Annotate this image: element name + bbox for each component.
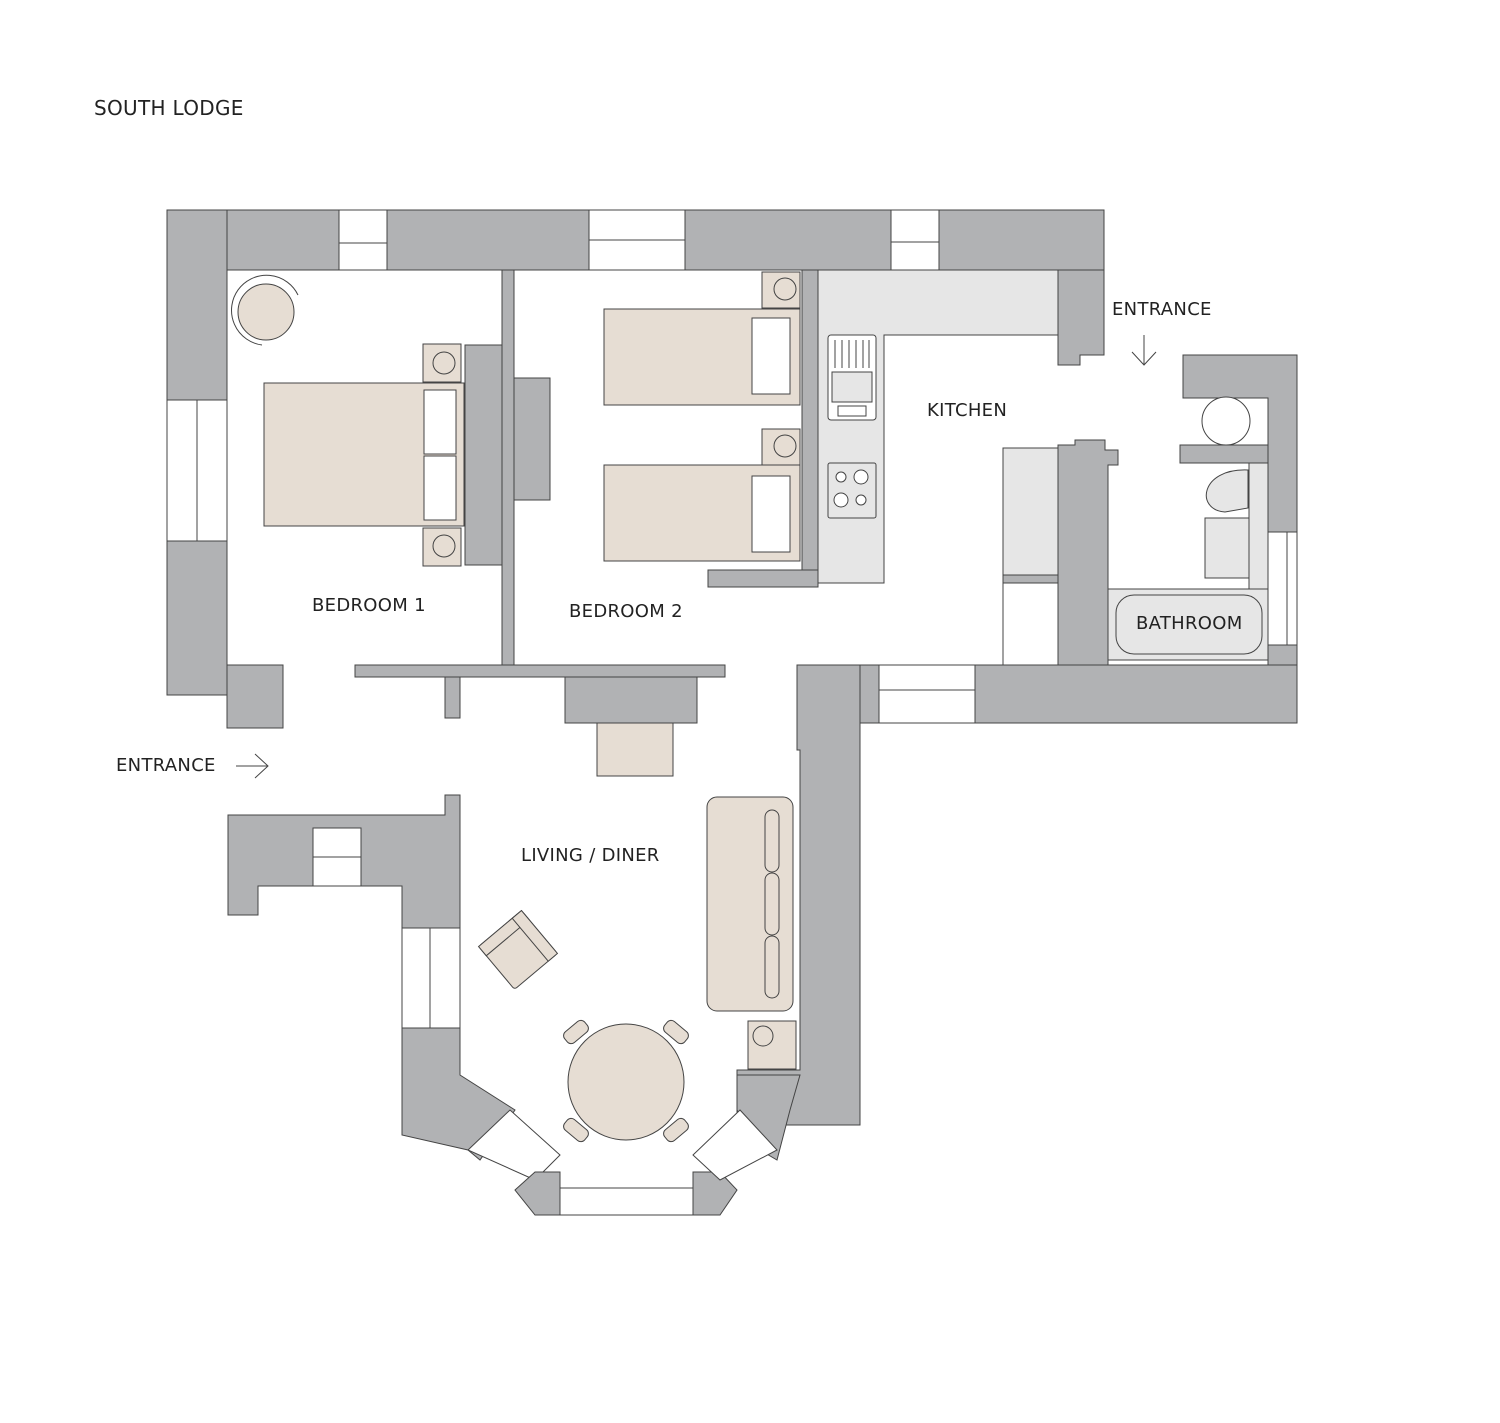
page-title: SOUTH LODGE	[94, 96, 244, 120]
room-label-kitchen: KITCHEN	[927, 400, 1008, 421]
bathroom-fittings	[1107, 396, 1269, 661]
room-label-bathroom: BATHROOM	[1136, 613, 1243, 634]
room-label-living-diner: LIVING / DINER	[521, 845, 660, 866]
bedroom2-furniture	[603, 271, 801, 562]
room-label-bedroom2: BEDROOM 2	[569, 601, 683, 622]
entrance-arrow-icon-top	[1131, 335, 1157, 366]
room-label-bedroom1: BEDROOM 1	[312, 595, 426, 616]
windows	[166, 209, 1298, 1216]
living-furniture	[477, 722, 797, 1143]
entrance-label-left: ENTRANCE	[116, 755, 216, 776]
hob	[827, 462, 877, 519]
kitchen-fittings	[817, 269, 1059, 666]
entrance-label-top: ENTRANCE	[1112, 299, 1212, 320]
bedroom1-furniture	[231, 274, 465, 567]
entrance-arrow-icon-left	[236, 753, 269, 779]
